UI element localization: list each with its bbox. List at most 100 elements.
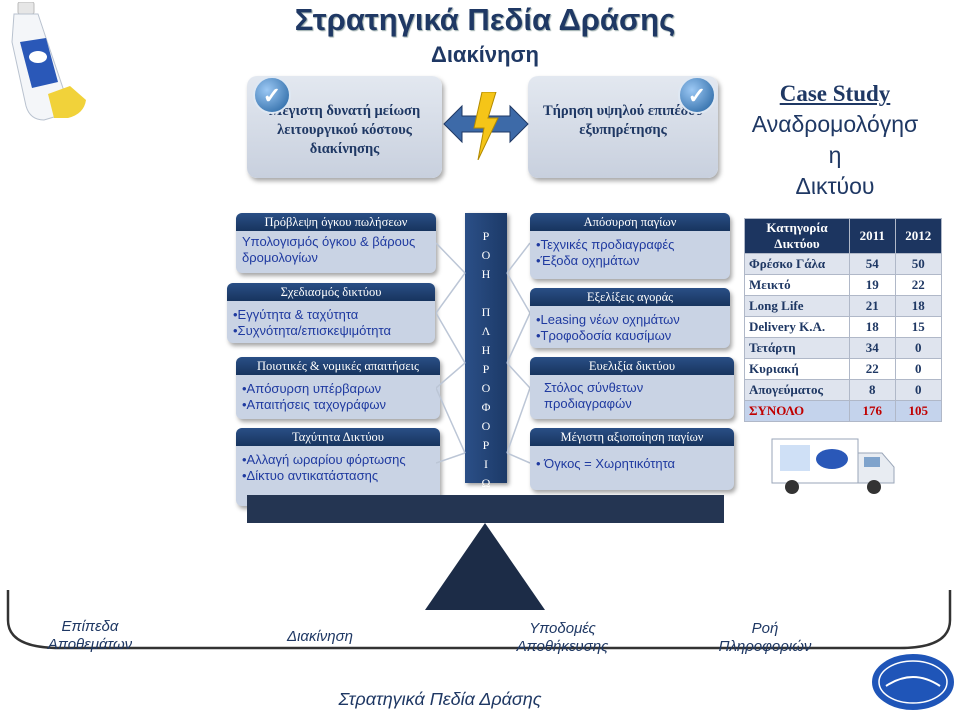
row-value: 8 bbox=[849, 379, 896, 401]
case-study-label: Case Study bbox=[779, 81, 891, 106]
goal-left-text: Μέγιστη δυνατή μείωση λειτουργικού κόστο… bbox=[268, 103, 421, 157]
row-category: Long Life bbox=[744, 295, 850, 317]
check-icon: ✓ bbox=[253, 76, 291, 114]
bar-letter: Ο bbox=[481, 248, 491, 262]
footer-title: Στρατηγικά Πεδία Δράσης bbox=[338, 689, 542, 709]
row-value: 176 bbox=[849, 400, 896, 422]
row-category: Φρέσκο Γάλα bbox=[744, 253, 850, 275]
bottom-label-distribution: Διακίνηση bbox=[287, 628, 353, 645]
case-study-title-line: Αναδρομολόγησ bbox=[751, 111, 919, 137]
box-line: •Τροφοδοσία καυσίμων bbox=[536, 328, 672, 343]
goal-cost-reduction: ✓ Μέγιστη δυνατή μείωση λειτουργικού κόσ… bbox=[247, 76, 442, 178]
bar-letter: Ο bbox=[481, 381, 491, 395]
information-flow-bar: ΡΟΗΠΛΗΡΟΦΟΡΙΩΝ bbox=[465, 213, 507, 509]
row-value: 0 bbox=[894, 358, 943, 380]
box-head: Ευελιξία δικτύου bbox=[530, 357, 734, 375]
box-head: Ποιοτικές & νομικές απαιτήσεις bbox=[236, 357, 440, 375]
delivery-truck-image bbox=[771, 438, 895, 494]
box-market-developments: Εξελίξεις αγοράς •Leasing νέων οχημάτων … bbox=[530, 288, 730, 348]
row-category: Τετάρτη bbox=[744, 337, 850, 359]
page-title: Στρατηγικά Πεδία Δράσης bbox=[294, 2, 676, 37]
row-value: 54 bbox=[849, 253, 896, 275]
bar-letter: Φ bbox=[481, 400, 491, 414]
bar-letter: Η bbox=[481, 343, 491, 357]
balance-fulcrum bbox=[425, 523, 545, 610]
box-line: •Δίκτυο αντικατάστασης bbox=[242, 468, 379, 483]
row-value: 21 bbox=[849, 295, 896, 317]
bar-letter: Ρ bbox=[482, 362, 490, 376]
row-category: Απογεύματος bbox=[744, 379, 850, 401]
row-value: 18 bbox=[894, 295, 943, 317]
column-header: Κατηγορία Δικτύου bbox=[744, 218, 850, 254]
box-line: •Leasing νέων οχημάτων bbox=[536, 312, 680, 327]
bar-letter: Ο bbox=[481, 419, 491, 433]
box-head: Ταχύτητα Δικτύου bbox=[236, 428, 440, 446]
box-line: •Έξοδα οχημάτων bbox=[536, 253, 640, 268]
goal-service-level: ✓ Τήρηση υψηλού επιπέδου εξυπηρέτησης bbox=[528, 76, 718, 178]
row-value: 105 bbox=[894, 400, 943, 422]
bar-letter: Η bbox=[481, 267, 491, 281]
box-line: Υπολογισμός όγκου & βάρους δρομολογίων bbox=[242, 234, 416, 265]
box-line: •Αλλαγή ωραρίου φόρτωσης bbox=[242, 452, 406, 467]
box-head: Εξελίξεις αγοράς bbox=[530, 288, 730, 306]
row-value: 0 bbox=[894, 337, 943, 359]
row-value: 15 bbox=[894, 316, 943, 338]
company-logo bbox=[870, 652, 956, 712]
tradeoff-arrow-icon bbox=[443, 92, 529, 160]
box-line: •Απόσυρση υπέρβαρων bbox=[242, 381, 382, 396]
check-icon: ✓ bbox=[678, 76, 716, 114]
case-study-title: Case Study Αναδρομολόγησ η Δικτύου bbox=[735, 78, 935, 202]
bar-letter: Ι bbox=[484, 457, 488, 471]
bottom-label-storage: Υποδομές Αποθήκευσης bbox=[516, 620, 609, 655]
bottom-label-information-flow: Ροή Πληροφοριών bbox=[718, 620, 812, 655]
box-head: Σχεδιασμός δικτύου bbox=[227, 283, 435, 301]
bar-letter: Ρ bbox=[482, 229, 490, 243]
bar-letter: Π bbox=[481, 305, 491, 319]
box-head: Απόσυρση παγίων bbox=[530, 213, 730, 231]
row-value: 19 bbox=[849, 274, 896, 296]
row-value: 0 bbox=[894, 379, 943, 401]
box-network-speed: Ταχύτητα Δικτύου •Αλλαγή ωραρίου φόρτωση… bbox=[236, 428, 440, 506]
page-subtitle: Διακίνηση bbox=[431, 42, 539, 67]
box-asset-retirement: Απόσυρση παγίων •Τεχνικές προδιαγραφές •… bbox=[530, 213, 730, 279]
milk-bottle-image bbox=[11, 2, 86, 121]
case-study-title-line: Δικτύου bbox=[795, 173, 875, 199]
bar-letter: Λ bbox=[481, 324, 491, 338]
box-line: Στόλος σύνθετων προδιαγραφών bbox=[544, 380, 644, 411]
row-value: 34 bbox=[849, 337, 896, 359]
column-header: 2011 bbox=[849, 218, 896, 254]
box-head: Πρόβλεψη όγκου πωλήσεων bbox=[236, 213, 436, 231]
row-category: Κυριακή bbox=[744, 358, 850, 380]
row-category: Delivery Κ.Α. bbox=[744, 316, 850, 338]
bottom-label-inventory: Επίπεδα Αποθεμάτων bbox=[47, 618, 133, 653]
bar-letter: Ω bbox=[481, 476, 491, 490]
bar-letter: Ρ bbox=[482, 438, 490, 452]
row-value: 22 bbox=[894, 274, 943, 296]
row-value: 50 bbox=[894, 253, 943, 275]
row-category: Μεικτό bbox=[744, 274, 850, 296]
row-category: ΣΥΝΟΛΟ bbox=[744, 400, 850, 422]
row-value: 18 bbox=[849, 316, 896, 338]
bottom-bracket bbox=[6, 590, 952, 650]
box-line: •Τεχνικές προδιαγραφές bbox=[536, 237, 675, 252]
box-network-design: Σχεδιασμός δικτύου •Εγγύτητα & ταχύτητα … bbox=[227, 283, 435, 343]
box-head: Μέγιστη αξιοποίηση παγίων bbox=[530, 428, 734, 446]
column-header: 2012 bbox=[894, 218, 943, 254]
balance-beam bbox=[247, 495, 724, 523]
connector-lines bbox=[436, 242, 531, 464]
row-value: 22 bbox=[849, 358, 896, 380]
goal-right-text: Τήρηση υψηλού επιπέδου εξυπηρέτησης bbox=[543, 103, 703, 138]
box-quality-legal: Ποιοτικές & νομικές απαιτήσεις •Απόσυρση… bbox=[236, 357, 440, 419]
box-line: •Εγγύτητα & ταχύτητα bbox=[233, 307, 359, 322]
box-line: •Συχνότητα/επισκεψιμότητα bbox=[233, 323, 392, 338]
box-asset-utilization: Μέγιστη αξιοποίηση παγίων • Όγκος = Χωρη… bbox=[530, 428, 734, 490]
